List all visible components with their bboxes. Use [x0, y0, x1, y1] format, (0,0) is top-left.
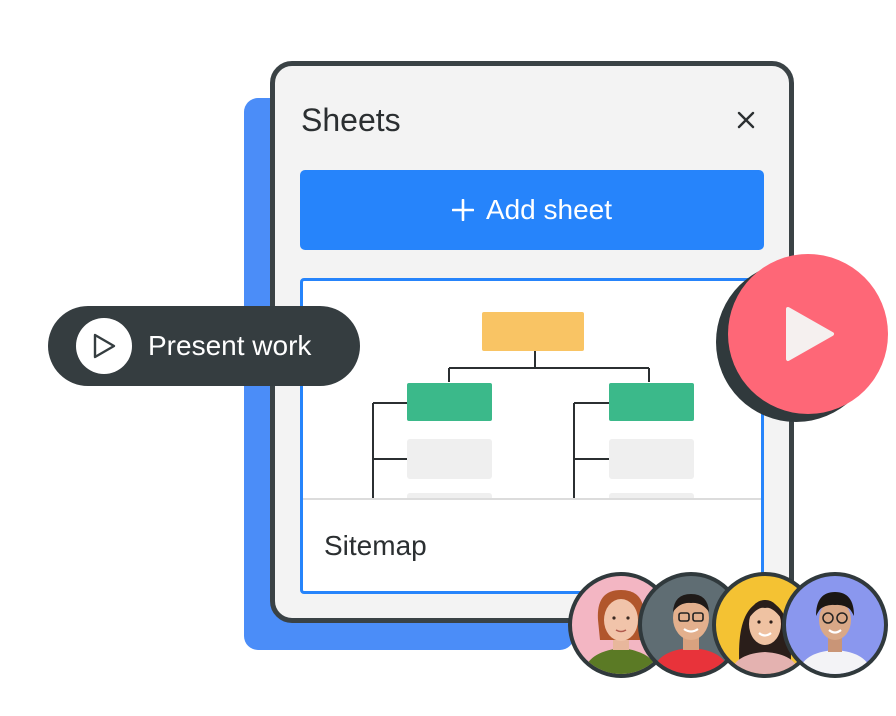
avatar[interactable]: [782, 572, 888, 678]
play-icon: [786, 307, 834, 361]
plus-icon: [451, 199, 474, 221]
add-sheet-button[interactable]: Add sheet: [300, 170, 764, 250]
present-work-label: Present work: [148, 330, 312, 361]
collaborator-avatars: [568, 568, 888, 678]
sheet-card-sitemap[interactable]: Sitemap: [300, 278, 764, 594]
top-node: [482, 312, 584, 351]
sheets-panel: Sheets Add sheet: [270, 61, 794, 623]
play-button-face: [728, 254, 888, 414]
sheet-divider: [303, 498, 761, 500]
play-button[interactable]: [716, 254, 888, 422]
right-node: [609, 383, 694, 421]
add-sheet-label: Add sheet: [485, 194, 613, 225]
left-node: [407, 383, 492, 421]
play-outline-icon: [76, 318, 132, 374]
sitemap-thumbnail: [303, 281, 761, 498]
avatar[interactable]: [568, 572, 674, 678]
sitemap-tree-diagram: [372, 312, 694, 498]
panel-title: Sheets: [301, 102, 401, 138]
present-work-button[interactable]: Present work: [48, 306, 360, 386]
sheet-name: Sitemap: [324, 530, 427, 561]
close-button[interactable]: [732, 106, 760, 134]
close-icon: [737, 111, 755, 129]
